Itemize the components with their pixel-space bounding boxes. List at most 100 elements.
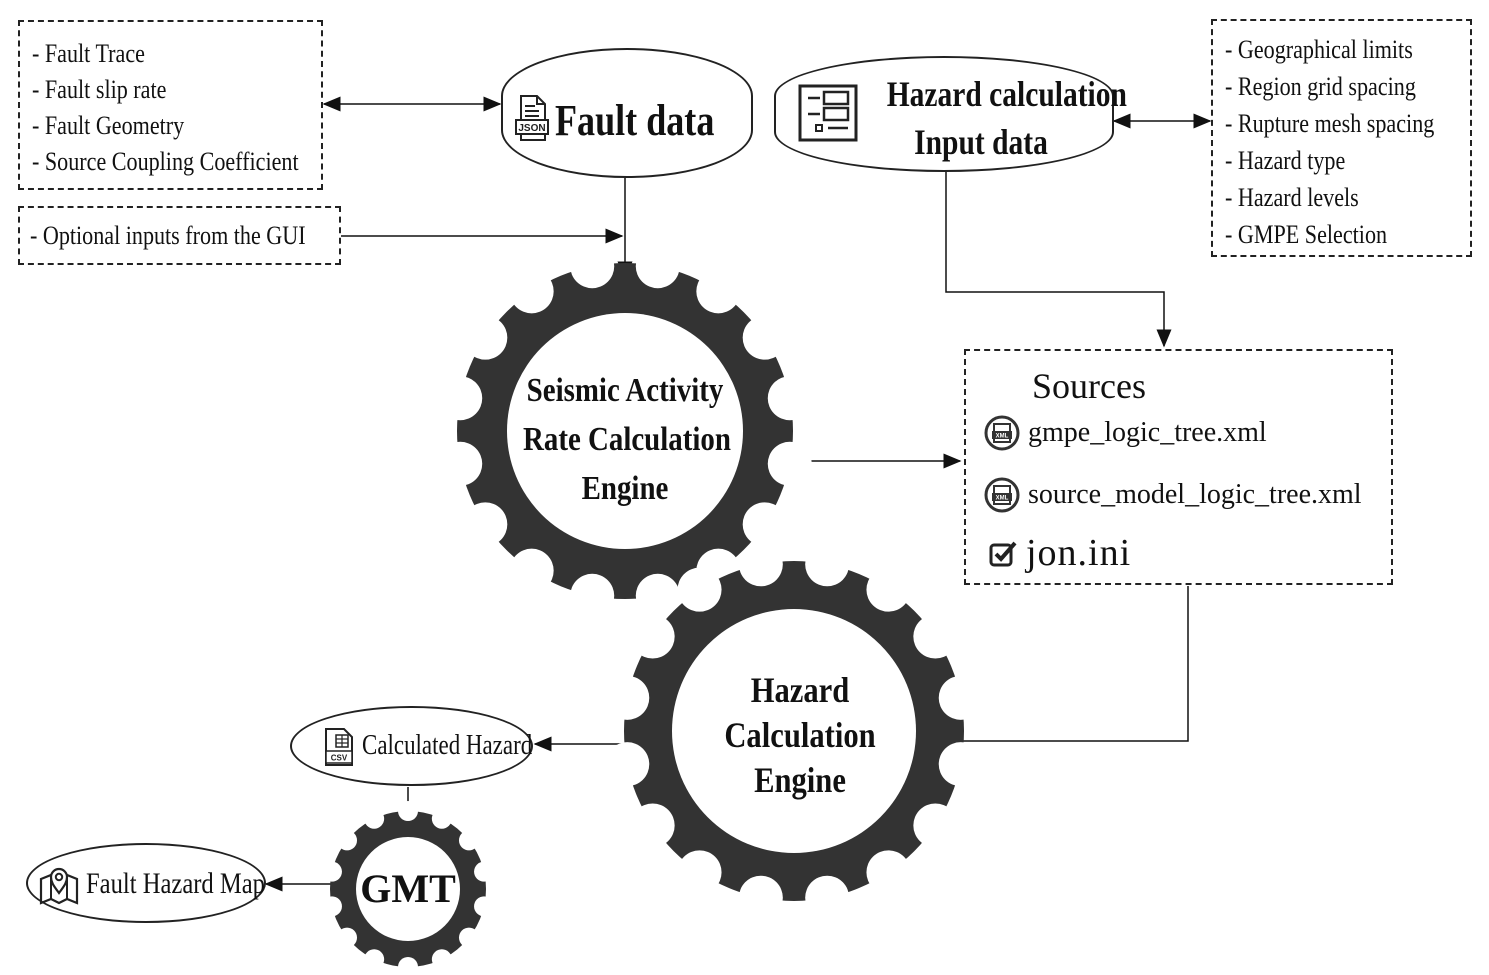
gear-notch <box>938 742 983 787</box>
fault-data-node: JSON Fault data <box>501 48 753 178</box>
hazard-engine-line2: Calculation <box>724 715 876 755</box>
arrow-hazard-input-sources <box>945 172 1172 348</box>
csv-icon-text: CSV <box>331 754 348 763</box>
gear-notch <box>805 875 850 920</box>
hazard-engine-label: Hazard Calculation Engine <box>680 668 920 803</box>
gear-notch <box>677 567 722 612</box>
optional-inputs-label: - Optional inputs from the GUI <box>30 221 306 250</box>
gear-notch <box>913 803 958 848</box>
calculated-hazard-node: CSV Calculated Hazard <box>290 706 533 786</box>
gear-notch <box>458 927 479 948</box>
gear-notch <box>738 542 783 587</box>
fault-inputs-box: - Fault Trace - Fault slip rate - Fault … <box>18 20 323 190</box>
fault-input-item: - Source Coupling Coefficient <box>32 147 299 176</box>
source-file-row: jon.ini <box>988 531 1131 575</box>
arrow-sources-engine2 <box>944 586 1189 749</box>
gear-notch <box>458 830 479 851</box>
seismic-engine-line3: Engine <box>581 470 669 507</box>
gear-notch <box>431 808 452 829</box>
gear-notch <box>742 502 787 547</box>
gear-notch <box>742 315 787 360</box>
seismic-engine-line1: Seismic Activity <box>526 372 724 409</box>
gear-notch <box>767 376 812 421</box>
gear-notch <box>767 441 812 486</box>
gear-notch <box>866 850 911 895</box>
gear-notch <box>635 573 680 618</box>
hazard-engine-line3: Engine <box>754 760 846 800</box>
svg-text:XML: XML <box>996 496 1009 502</box>
gear-notch <box>398 957 418 975</box>
hazard-param-item: - GMPE Selection <box>1225 220 1388 249</box>
gear-notch <box>805 542 850 587</box>
gear-notch <box>570 573 615 618</box>
gear-notch <box>677 850 722 895</box>
gear-notch <box>938 675 983 720</box>
gear-hub <box>507 313 743 549</box>
gear-notch <box>321 896 342 917</box>
gear-notch <box>431 949 452 970</box>
gear-notch <box>438 441 483 486</box>
gear-notch <box>337 830 358 851</box>
hazard-param-item: - Geographical limits <box>1225 35 1413 64</box>
gear-hub <box>356 837 460 941</box>
hazard-input-line2: Input data <box>914 122 1048 162</box>
gear-seismic-engine <box>438 244 812 618</box>
svg-text:XML: XML <box>996 434 1009 440</box>
gear-notch <box>570 244 615 289</box>
fault-data-label: Fault data <box>555 96 715 145</box>
source-file-name: gmpe_logic_tree.xml <box>1028 417 1267 448</box>
gear-notch <box>398 801 418 821</box>
fault-hazard-map-label: Fault Hazard Map <box>86 867 265 900</box>
seismic-engine-line2: Rate Calculation <box>523 421 731 458</box>
hazard-param-item: - Hazard levels <box>1225 183 1359 212</box>
hazard-input-line1: Hazard calculation <box>886 74 1127 114</box>
gear-notch <box>738 875 783 920</box>
gear-notch <box>474 896 495 917</box>
gmt-label: GMT <box>360 866 456 911</box>
hazard-engine-line1: Hazard <box>750 670 850 710</box>
gear-gmt <box>321 801 495 975</box>
gear-notch <box>913 614 958 659</box>
source-file-name: jon.ini <box>1026 532 1132 574</box>
calculated-hazard-label: Calculated Hazard <box>362 730 533 761</box>
gear-notch <box>364 808 385 829</box>
fault-input-item: - Fault slip rate <box>32 75 167 104</box>
hazard-param-item: - Region grid spacing <box>1225 72 1416 101</box>
gear-notch <box>605 675 650 720</box>
gear-hub <box>672 609 916 853</box>
hazard-params-box: - Geographical limits - Region grid spac… <box>1211 19 1472 257</box>
map-pin-icon <box>39 867 79 905</box>
form-list-icon <box>798 84 858 142</box>
source-file-row: XML gmpe_logic_tree.xml <box>984 415 1267 451</box>
source-file-name: source_model_logic_tree.xml <box>1028 479 1362 510</box>
csv-file-icon: CSV <box>325 728 353 766</box>
xml-file-icon: XML <box>984 477 1020 513</box>
gear-notch <box>509 548 554 593</box>
gear-notch <box>474 861 495 882</box>
xml-file-icon: XML <box>984 415 1020 451</box>
gear-hazard-engine <box>605 542 983 920</box>
gear-notch <box>696 269 741 314</box>
gear-notch <box>438 376 483 421</box>
gear-notch <box>463 502 508 547</box>
source-file-row: XML source_model_logic_tree.xml <box>984 477 1362 513</box>
seismic-engine-label: Seismic Activity Rate Calculation Engine <box>505 366 745 513</box>
gear-notch <box>866 567 911 612</box>
fault-input-item: - Fault Geometry <box>32 111 185 140</box>
sources-title: Sources <box>1032 366 1146 406</box>
fault-hazard-map-node: Fault Hazard Map <box>26 843 266 923</box>
gear-notch <box>635 244 680 289</box>
gear-notch <box>605 742 650 787</box>
fault-input-item: - Fault Trace <box>32 39 145 68</box>
checkbox-checked-icon <box>989 541 1017 567</box>
hazard-param-item: - Hazard type <box>1225 146 1346 175</box>
gear-notch <box>337 927 358 948</box>
gear-notch <box>364 949 385 970</box>
optional-inputs-box: - Optional inputs from the GUI <box>18 206 341 265</box>
json-icon-text: JSON <box>518 123 545 134</box>
hazard-input-node: Hazard calculation Input data <box>774 56 1127 172</box>
sources-box: Sources XML gmpe_logic_tree.xml XML sour… <box>964 349 1393 585</box>
gear-notch <box>463 315 508 360</box>
gear-notch <box>509 269 554 314</box>
